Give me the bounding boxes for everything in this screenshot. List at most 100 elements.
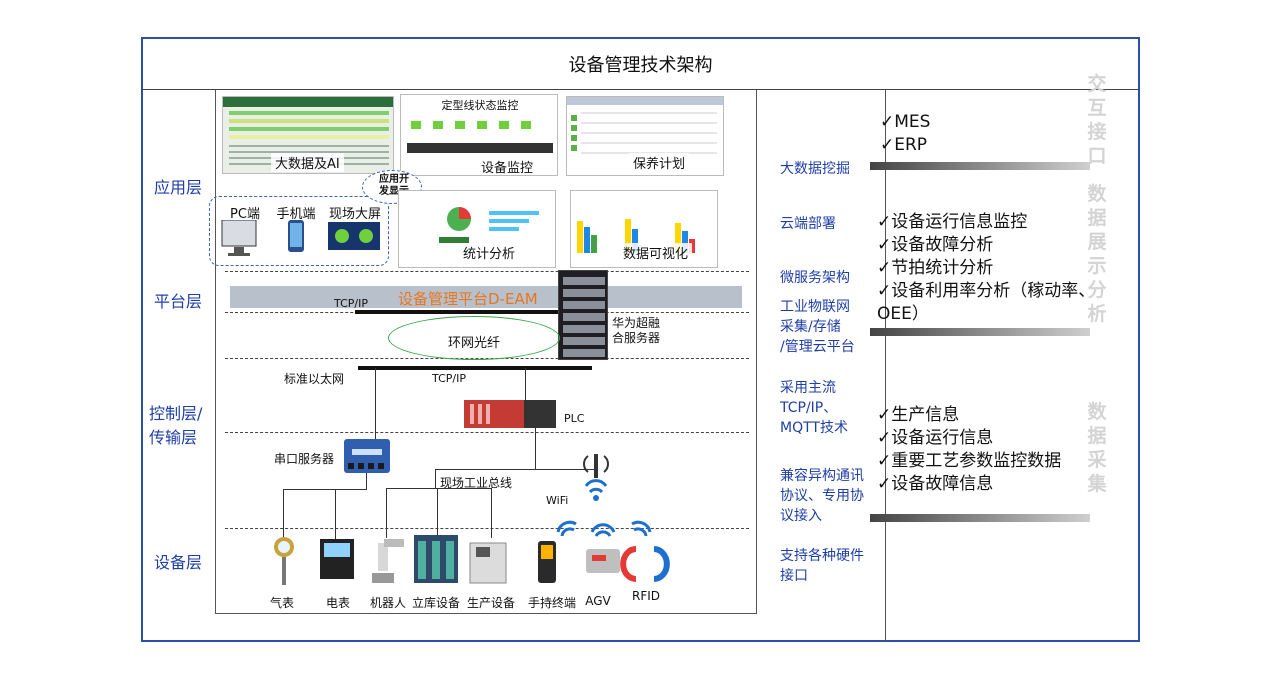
separator-app-platform (225, 271, 749, 272)
layer-platform-label: 平台层 (154, 292, 203, 311)
mid-compat: 兼容异构通讯 协议、专用协 议接入 (780, 468, 864, 524)
wifi-icon (556, 520, 577, 537)
terminals-graphic (221, 220, 380, 256)
layer-device-label: 设备层 (154, 553, 203, 572)
separator-field-device (225, 528, 749, 529)
electric-meter-icon (320, 539, 354, 579)
tcpip-ethernet-label: TCP/IP (432, 372, 466, 385)
handheld-terminal-icon (538, 541, 556, 583)
fieldbus-lower (386, 488, 492, 489)
wifi-icon (631, 520, 652, 537)
wifi-access-point-icon (583, 454, 609, 501)
data-viz-label: 数据可视化 (619, 243, 693, 262)
data-viz-screenshot: 数据可视化 (570, 190, 718, 268)
serial-lower (283, 489, 367, 490)
serial-down (366, 473, 367, 489)
side-title-interface: 交互接口 (1087, 73, 1107, 167)
right-column-divider (885, 90, 886, 642)
layer-control-label: 控制层/ 传输层 (149, 404, 203, 447)
mid-column-divider (756, 90, 757, 614)
fieldbus-line (435, 469, 595, 470)
device-handheld: 手持终端 (527, 596, 576, 610)
ring-fiber-label: 环网光纤 (448, 336, 501, 351)
device-electric-meter: 电表 (325, 596, 350, 610)
wedge-display (870, 328, 1090, 336)
diagram-title: 设备管理技术架构 (568, 55, 713, 76)
cloud-bubble-label: 应用开 发显示 (379, 174, 409, 197)
maintenance-plan-screenshot: 保养计划 (566, 96, 724, 176)
side-title-collect: 数据采集 (1087, 401, 1107, 495)
mid-cloud: 云端部署 (780, 216, 836, 232)
wire-robot (386, 488, 387, 538)
display-item: ✓设备利用率分析（稼动率、 OEE） (877, 281, 1096, 324)
wire-warehouse (437, 488, 438, 538)
pc-icon (221, 220, 257, 256)
wire-ethernet-plc (525, 368, 526, 402)
display-item: ✓节拍统计分析 (877, 258, 994, 278)
title-row: 设备管理技术架构 (141, 37, 1140, 90)
maintenance-plan-label: 保养计划 (629, 153, 690, 172)
separator-control-field (225, 432, 749, 433)
stats-analysis-screenshot: 统计分析 (398, 190, 556, 268)
wire-gas (283, 489, 284, 539)
device-gas-meter: 气表 (269, 596, 294, 610)
display-item: ✓设备运行信息监控 (877, 212, 1028, 232)
platform-band (230, 286, 742, 308)
device-rfid: RFID (631, 589, 661, 603)
display-item: ✓设备故障分析 (877, 235, 994, 255)
platform-bus (355, 310, 560, 314)
ethernet-label: 标准以太网 (284, 372, 345, 386)
device-monitor-label: 设备监控 (477, 157, 538, 175)
wifi-signals (556, 520, 652, 537)
huawei-server-icon (558, 270, 608, 360)
bigdata-ai-screenshot: 大数据及AI (222, 96, 394, 174)
huawei-server-label: 华为超融 合服务器 (612, 316, 661, 345)
terminal-group (209, 196, 389, 266)
wire-plc-down (535, 428, 536, 470)
interface-item: ✓ERP (880, 135, 928, 155)
rfid-icon (620, 546, 670, 582)
device-icons (274, 535, 670, 585)
screen-label: 现场大屏 (328, 207, 381, 222)
tcpip-platform-label: TCP/IP (334, 297, 368, 310)
interface-list: ✓MES ✓ERP (880, 111, 930, 157)
serial-server-icon (344, 439, 390, 473)
fieldbus-label: 现场工业总线 (440, 476, 513, 490)
mid-bigdata: 大数据挖掘 (780, 161, 850, 177)
gas-meter-icon (274, 537, 294, 585)
wire-production (491, 488, 492, 538)
diagram-frame (141, 37, 1140, 642)
collect-item: ✓设备运行信息 (877, 428, 994, 448)
mobile-icon (288, 220, 304, 252)
monitor-top-caption: 定型线状态监控 (441, 99, 519, 112)
wedge-collect (870, 514, 1090, 522)
wifi-label: WiFi (546, 494, 569, 507)
device-agv: AGV (585, 594, 611, 608)
robot-icon (372, 539, 404, 583)
monitor-graphic (407, 121, 553, 153)
production-equipment-icon (469, 542, 507, 584)
device-robot: 机器人 (369, 596, 406, 610)
wifi-icon (590, 523, 616, 537)
device-production: 生产设备 (466, 596, 515, 610)
mid-iot: 工业物联网 采集/存储 /管理云平台 (780, 299, 855, 355)
agv-icon (586, 549, 620, 573)
device-monitor-screenshot: 定型线状态监控 设备监控 (400, 94, 558, 176)
layer-app-label: 应用层 (154, 178, 203, 197)
collect-item: ✓生产信息 (877, 405, 960, 425)
mid-tcp: 采用主流 TCP/IP、 MQTT技术 (780, 380, 848, 436)
ethernet-bus (358, 366, 592, 370)
mid-microservice: 微服务架构 (780, 270, 850, 286)
ring-fiber (388, 316, 560, 360)
stats-analysis-label: 统计分析 (459, 243, 520, 262)
side-title-display: 数据展示分析 (1087, 183, 1107, 325)
warehouse-icon (414, 535, 458, 583)
wire-fieldbus-left (435, 469, 436, 489)
screen-icon (328, 222, 380, 250)
wire-meter (335, 489, 336, 539)
wire-ethernet-serial (375, 368, 376, 440)
left-column-divider (215, 90, 216, 614)
device-warehouse: 立库设备 (411, 596, 460, 610)
serial-server-label: 串口服务器 (274, 452, 335, 466)
bigdata-ai-label: 大数据及AI (271, 153, 344, 172)
